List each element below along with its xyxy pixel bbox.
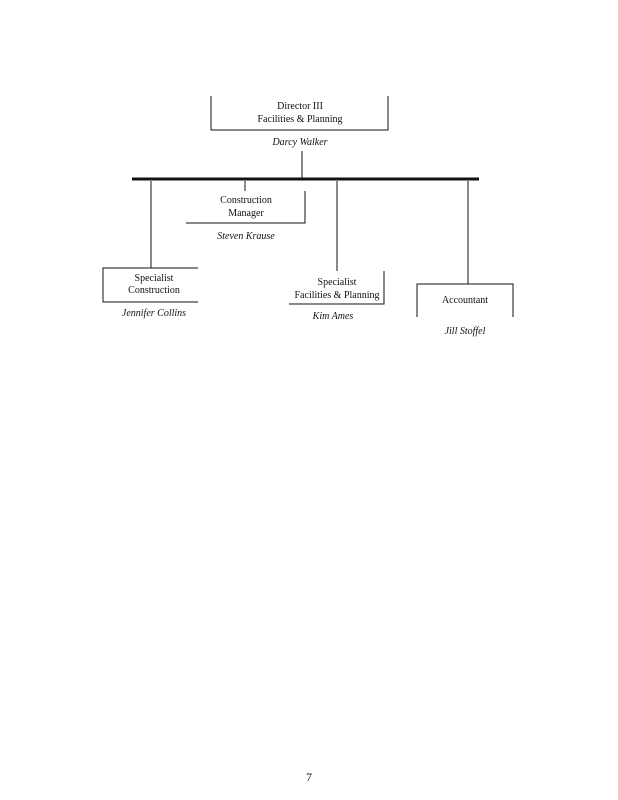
construction-manager-node: Construction Manager Steven Krause bbox=[186, 191, 306, 242]
specialist-facilities-node: Specialist Facilities & Planning Kim Ame… bbox=[289, 271, 385, 322]
director-title-line2: Facilities & Planning bbox=[258, 114, 343, 125]
accountant-title: Accountant bbox=[442, 295, 488, 306]
construction-manager-title-line2: Manager bbox=[228, 208, 264, 219]
specialist-construction-title-line2: Construction bbox=[128, 285, 180, 296]
director-name: Darcy Walker bbox=[271, 137, 327, 148]
accountant-node: Accountant Jill Stoffel bbox=[416, 283, 514, 337]
specialist-construction-node: Specialist Construction Jennifer Collins bbox=[102, 267, 198, 319]
specialist-facilities-title-line1: Specialist bbox=[318, 277, 357, 288]
specialist-construction-name: Jennifer Collins bbox=[122, 308, 186, 319]
construction-manager-box bbox=[186, 191, 306, 224]
construction-manager-title-line1: Construction bbox=[220, 195, 272, 206]
page-number: 7 bbox=[306, 770, 312, 784]
director-node: Director III Facilities & Planning Darcy… bbox=[210, 96, 389, 148]
specialist-facilities-title-line2: Facilities & Planning bbox=[295, 290, 380, 301]
specialist-facilities-name: Kim Ames bbox=[312, 311, 354, 322]
construction-manager-name: Steven Krause bbox=[217, 231, 275, 242]
accountant-name: Jill Stoffel bbox=[445, 326, 486, 337]
accountant-box bbox=[416, 283, 514, 317]
specialist-construction-box bbox=[102, 267, 198, 303]
director-box bbox=[210, 96, 389, 131]
specialist-facilities-box bbox=[289, 271, 385, 305]
director-title-line1: Director III bbox=[277, 101, 323, 112]
specialist-construction-title-line1: Specialist bbox=[135, 273, 174, 284]
